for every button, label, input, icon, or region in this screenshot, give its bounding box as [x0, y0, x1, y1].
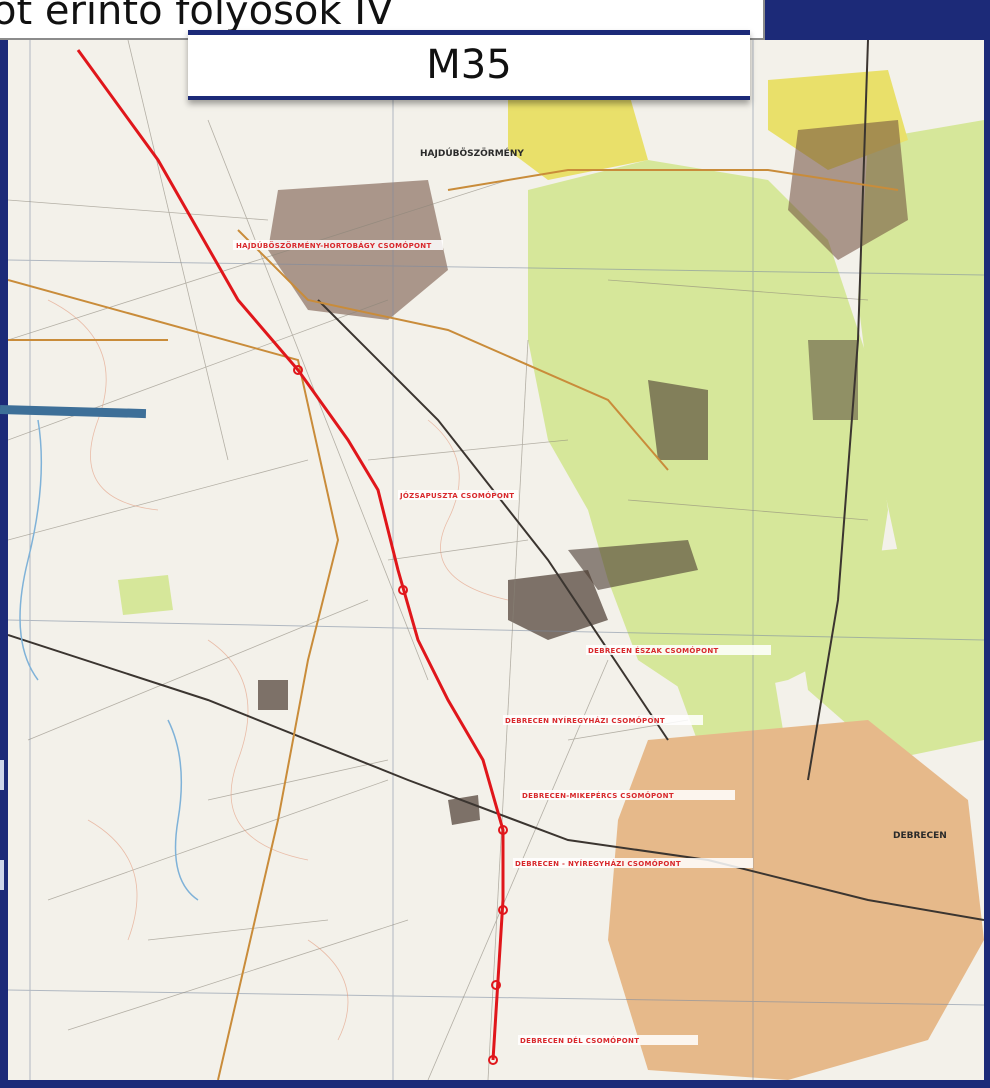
waterways	[19, 419, 199, 901]
edge-mark	[0, 860, 4, 890]
junction-label-debrecen-del: DEBRECEN DÉL CSOMÓPONT	[520, 1036, 639, 1045]
contour-lines	[47, 299, 509, 1041]
city-label-hajduboszormeny: HAJDÚBÖSZÖRMÉNY	[420, 147, 524, 159]
railways	[8, 40, 984, 921]
route-label-box: M35	[188, 30, 750, 100]
minor-roads	[8, 40, 869, 1080]
topographic-map: HAJDÚBÖSZÖRMÉNY DEBRECEN HAJDÚBÖSZÖRMÉNY…	[8, 40, 984, 1080]
junction-label-debrecen-eszak: DEBRECEN ÉSZAK CSOMÓPONT	[588, 646, 719, 655]
junction-label-nyiregyhazi-2: DEBRECEN - NYÍREGYHÁZI CSOMÓPONT	[515, 859, 681, 868]
city-label-debrecen: DEBRECEN	[893, 831, 947, 841]
map-labels: HAJDÚBÖSZÖRMÉNY DEBRECEN HAJDÚBÖSZÖRMÉNY…	[233, 147, 947, 1045]
main-roads	[8, 169, 899, 1080]
junction-label-mikepercs: DEBRECEN-MIKEPÉRCS CSOMÓPONT	[522, 791, 674, 800]
m35-route-line	[76, 49, 505, 1061]
junction-label-jozsapuszta: JÓZSAPUSZTA CSOMÓPONT	[399, 491, 514, 500]
junction-label-nyiregyhazi: DEBRECEN NYÍREGYHÁZI CSOMÓPONT	[505, 716, 665, 725]
slide-title: ot érintő folyosók IV	[0, 0, 394, 34]
junction-label-hortobagy: HAJDÚBÖSZÖRMÉNY-HORTOBÁGY CSOMÓPONT	[236, 241, 432, 250]
edge-mark	[0, 760, 4, 790]
map-canvas: HAJDÚBÖSZÖRMÉNY DEBRECEN HAJDÚBÖSZÖRMÉNY…	[8, 40, 984, 1080]
route-label: M35	[426, 42, 512, 88]
interchange-markers	[293, 365, 508, 1065]
